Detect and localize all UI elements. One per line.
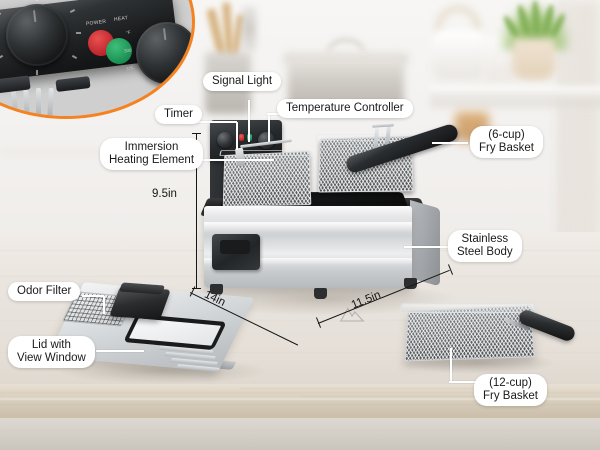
closeup-scene: POWER HEAT °F 300 375 — [0, 0, 192, 116]
power-signal-light — [239, 134, 244, 141]
callout-signal-light: Signal Light — [203, 72, 282, 91]
closeup-heating-rod — [36, 88, 41, 116]
basket-12-rim — [398, 303, 538, 314]
callout-odor-filter: Odor Filter — [8, 282, 81, 301]
leader-basket-6cup — [432, 142, 468, 144]
counter-front-grain — [0, 430, 600, 431]
background-shelf-shadow — [430, 100, 600, 107]
dimension-height-cap-bottom — [192, 288, 201, 290]
deep-fryer — [196, 118, 460, 322]
leader-signal-light — [248, 100, 250, 142]
callout-12-cup-fry-basket: (12-cup) Fry Basket — [474, 374, 547, 406]
fryer-foot — [210, 284, 223, 295]
closeup-scale-375: 375 — [125, 65, 134, 72]
closeup-scale-unit: °F — [125, 29, 131, 36]
background-plant-pot — [512, 38, 556, 80]
callout-6-cup-fry-basket: (6-cup) Fry Basket — [470, 126, 543, 158]
callout-temperature-controller: Temperature Controller — [277, 99, 413, 118]
counter-grain — [0, 320, 600, 321]
body-highlight — [204, 258, 412, 265]
counter-front — [0, 418, 600, 450]
dimension-height-cap-top — [192, 133, 201, 135]
closeup-bracket — [55, 75, 91, 93]
background-kettle — [432, 30, 486, 80]
closeup-heating-rod — [47, 87, 54, 116]
counter-edge-grain — [0, 398, 600, 400]
leader-odor-filter-h — [82, 295, 104, 297]
background-whisk — [240, 6, 258, 52]
dimension-height-label: 9.5in — [152, 188, 177, 200]
background-kettle-handle — [436, 6, 480, 36]
leader-basket-12cup-h — [449, 381, 477, 383]
dimension-height-line — [196, 133, 198, 289]
leader-steel-body — [404, 246, 448, 248]
leader-timer — [236, 122, 238, 150]
leader-heating-element — [196, 159, 274, 161]
callout-lid-with-view-window: Lid with View Window — [8, 336, 95, 368]
closeup-tick — [36, 0, 38, 1]
counter-edge-grain — [300, 396, 500, 397]
callout-timer: Timer — [155, 105, 202, 124]
leader-lid-window — [96, 350, 144, 352]
closeup-scale-300: 300 — [123, 47, 132, 54]
leader-temp-ctrl-h — [267, 113, 285, 115]
fryer-foot — [404, 278, 417, 289]
leader-basket-12cup-v — [450, 348, 452, 382]
closeup-tick — [36, 70, 38, 75]
body-highlight — [204, 222, 412, 232]
counter-edge-grain — [0, 392, 600, 393]
leader-temp-ctrl-v — [268, 114, 270, 142]
timer-knob[interactable] — [217, 132, 233, 148]
fry-basket-left-rim — [219, 150, 313, 156]
closeup-heating-rod — [23, 87, 30, 116]
background-shelf — [430, 86, 600, 99]
fryer-foot — [314, 288, 327, 299]
callout-immersion-heating-element: Immersion Heating Element — [100, 138, 204, 170]
background-cabinet-edge — [560, 0, 563, 300]
counter-grain — [0, 352, 600, 353]
basket-12-mesh — [404, 304, 535, 362]
closeup-tick — [76, 32, 81, 34]
fryer-body-side — [410, 200, 440, 287]
counter-edge-grain — [0, 404, 600, 405]
fryer-side-handle-grip — [220, 240, 250, 254]
control-panel-closeup: POWER HEAT °F 300 375 — [0, 0, 192, 116]
callout-stainless-steel-body: Stainless Steel Body — [448, 230, 522, 262]
leader-odor-filter-v — [103, 296, 105, 314]
background-pot-knob — [326, 38, 366, 56]
leader-timer-h — [197, 121, 237, 123]
counter-edge-grain — [240, 388, 500, 389]
